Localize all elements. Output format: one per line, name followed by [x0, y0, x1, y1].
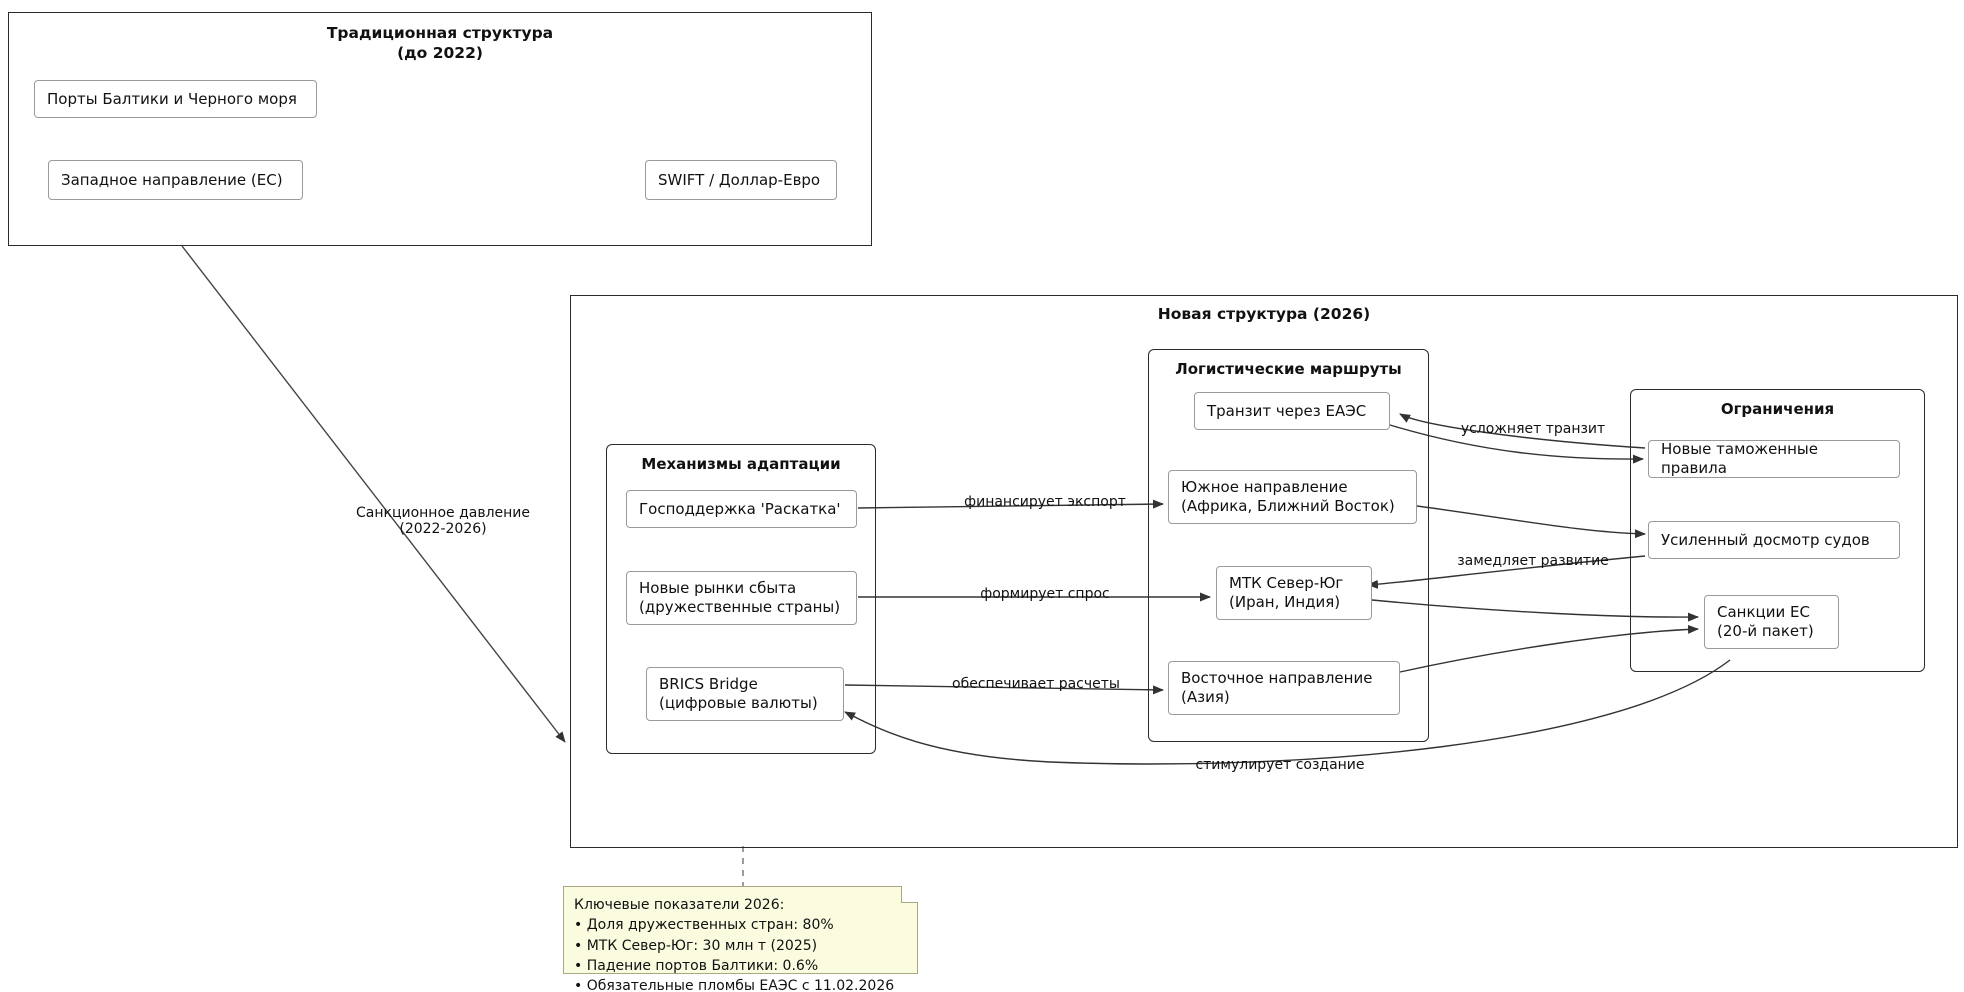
note-fold-corner	[901, 886, 918, 903]
group-traditional-title: Традиционная структура (до 2022)	[326, 24, 554, 63]
edge-label-ensures-settlements: обеспечивает расчеты	[930, 660, 1142, 692]
node-label: Порты Балтики и Черного моря	[47, 89, 297, 108]
node-label: Новые рынки сбыта (дружественные страны)	[639, 579, 841, 616]
group-restrictions-title: Ограничения	[1720, 400, 1835, 418]
key-indicators-note: Ключевые показатели 2026: • Доля дружест…	[563, 886, 918, 992]
group-new-structure-title: Новая структура (2026)	[1157, 305, 1371, 323]
edge-label-sanction-pressure: Санкционное давление (2022-2026)	[348, 489, 538, 537]
node-gossupport-raskatka[interactable]: Господдержка 'Раскатка'	[626, 490, 857, 528]
edge-label-finances-export: финансирует экспорт	[945, 478, 1145, 510]
node-label: SWIFT / Доллар-Евро	[658, 170, 821, 189]
note-item: • МТК Север-Юг: 30 млн т (2025)	[574, 937, 818, 954]
edge-label-text: обеспечивает расчеты	[952, 676, 1120, 692]
edge-label-text: усложняет транзит	[1460, 421, 1606, 437]
edge-label-complicates-transit: усложняет транзит	[1438, 405, 1628, 437]
edge-label-slows-development: замедляет развитие	[1435, 537, 1631, 569]
edge-label-forms-demand: формирует спрос	[960, 570, 1130, 602]
node-new-sales-markets[interactable]: Новые рынки сбыта (дружественные страны)	[626, 571, 857, 625]
edge-label-text: Санкционное давление (2022-2026)	[355, 505, 531, 537]
group-adaptation-mechanisms: Механизмы адаптации	[606, 444, 876, 754]
edge-label-text: замедляет развитие	[1457, 553, 1609, 569]
node-transit-via-eaeu[interactable]: Транзит через ЕАЭС	[1194, 392, 1390, 430]
node-enhanced-vessel-inspection[interactable]: Усиленный досмотр судов	[1648, 521, 1900, 559]
node-label: BRICS Bridge (цифровые валюты)	[659, 675, 818, 712]
node-label: Южное направление (Африка, Ближний Восто…	[1181, 478, 1395, 515]
node-label: Восточное направление (Азия)	[1181, 669, 1373, 706]
note-item: • Обязательные пломбы ЕАЭС с 11.02.2026	[574, 978, 895, 992]
node-brics-bridge[interactable]: BRICS Bridge (цифровые валюты)	[646, 667, 844, 721]
node-eastern-direction[interactable]: Восточное направление (Азия)	[1168, 661, 1400, 715]
group-restrictions: Ограничения	[1630, 389, 1925, 672]
node-mtk-north-south[interactable]: МТК Север-Юг (Иран, Индия)	[1216, 566, 1372, 620]
node-southern-direction[interactable]: Южное направление (Африка, Ближний Восто…	[1168, 470, 1417, 524]
group-adaptation-title: Механизмы адаптации	[641, 455, 841, 473]
node-baltic-black-sea-ports[interactable]: Порты Балтики и Черного моря	[34, 80, 317, 118]
edge-label-stimulates-creation: стимулирует создание	[1180, 741, 1380, 773]
edge-label-text: формирует спрос	[980, 586, 1110, 602]
edge-label-text: финансирует экспорт	[964, 494, 1126, 510]
note-item: • Доля дружественных стран: 80%	[574, 917, 834, 934]
group-traditional-structure: Традиционная структура (до 2022)	[8, 12, 872, 246]
node-new-customs-rules[interactable]: Новые таможенные правила	[1648, 440, 1900, 478]
node-label: Усиленный досмотр судов	[1661, 530, 1870, 549]
node-swift-dollar-euro[interactable]: SWIFT / Доллар-Евро	[645, 160, 837, 200]
node-label: Санкции ЕС (20-й пакет)	[1717, 603, 1814, 640]
group-new-structure: Новая структура (2026)	[570, 295, 1958, 848]
node-label: МТК Север-Юг (Иран, Индия)	[1229, 574, 1344, 611]
node-western-direction-eu[interactable]: Западное направление (ЕС)	[48, 160, 303, 200]
edge-label-text: стимулирует создание	[1195, 757, 1365, 773]
node-label: Транзит через ЕАЭС	[1207, 401, 1367, 420]
note-item: • Падение портов Балтики: 0.6%	[574, 957, 819, 974]
node-label: Западное направление (ЕС)	[61, 170, 283, 189]
group-logistics-routes: Логистические маршруты	[1148, 349, 1429, 742]
node-eu-sanctions-20th-package[interactable]: Санкции ЕС (20-й пакет)	[1704, 595, 1839, 649]
node-label: Господдержка 'Раскатка'	[639, 499, 841, 518]
note-title: Ключевые показатели 2026:	[574, 897, 785, 913]
node-label: Новые таможенные правила	[1661, 440, 1818, 477]
group-logistics-title: Логистические маршруты	[1175, 360, 1402, 378]
